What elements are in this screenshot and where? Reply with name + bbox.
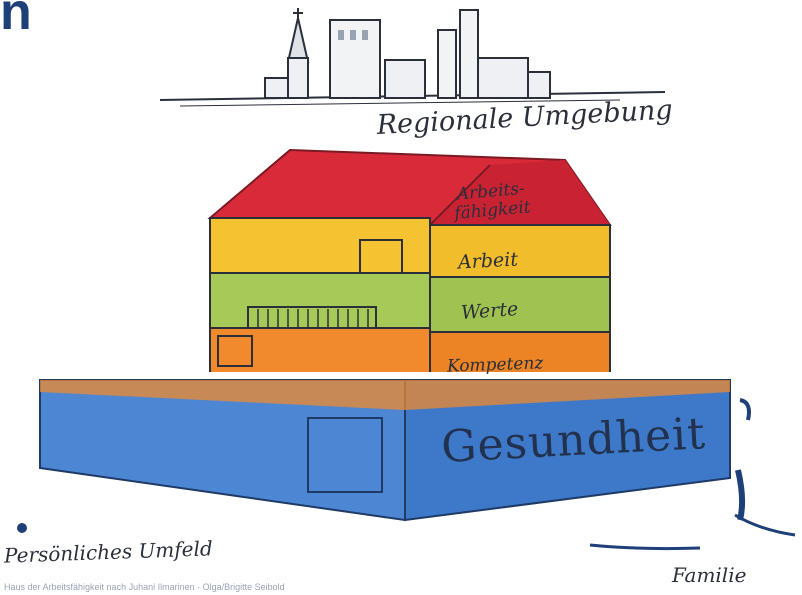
roof-layer xyxy=(207,148,612,226)
label-arbeitsfaehigkeit: Arbeits- fähigkeit xyxy=(452,179,532,224)
werte-layer xyxy=(209,272,611,336)
label-werte: Werte xyxy=(460,298,519,324)
label-kompetenz: Kompetenz xyxy=(446,353,544,377)
label-arbeit: Arbeit xyxy=(457,248,519,274)
gesundheit-layer xyxy=(30,378,731,533)
cellar-window xyxy=(307,417,383,493)
dot xyxy=(17,523,27,533)
city-skyline xyxy=(159,8,666,107)
arbeit-layer xyxy=(209,217,611,281)
ground-strokes xyxy=(589,398,796,551)
image-credit: Haus der Arbeitsfähigkeit nach Juhani Il… xyxy=(4,582,285,592)
heading-fragment: n xyxy=(0,0,32,41)
door xyxy=(217,335,253,367)
label-familie: Familie xyxy=(672,563,747,587)
